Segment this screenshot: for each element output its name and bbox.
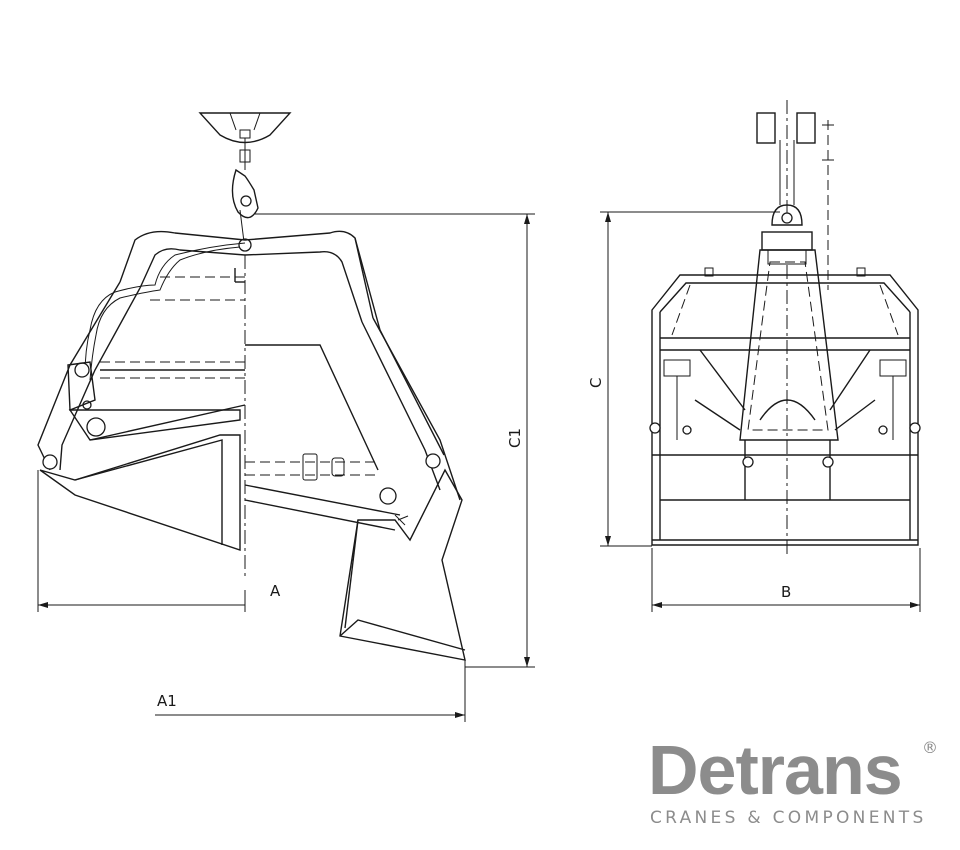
dim-label-a: A	[270, 582, 281, 600]
pin-upper-left	[74, 362, 90, 378]
sheave-right	[796, 112, 816, 144]
pin-middle-left	[86, 417, 106, 437]
pin-lower-left	[42, 454, 58, 470]
side-view: A A1 C1	[37, 112, 535, 722]
dim-label-c: C	[587, 378, 605, 388]
right-shell	[339, 468, 466, 661]
hook-block	[198, 112, 292, 144]
sheave-left	[756, 112, 776, 144]
dim-label-a1: A1	[157, 692, 177, 710]
detrans-logo: Detrans ® CRANES & COMPONENTS	[648, 731, 948, 836]
pin-right	[425, 453, 441, 469]
pin-lower-right	[379, 487, 397, 505]
dim-label-c1: C1	[506, 428, 524, 448]
left-shell	[39, 434, 241, 551]
top-pin	[238, 238, 252, 252]
dim-label-b: B	[781, 583, 791, 601]
center-column	[739, 249, 839, 441]
logo-wordmark: Detrans	[648, 731, 903, 809]
logo-tagline: CRANES & COMPONENTS	[650, 808, 927, 828]
front-frame	[651, 274, 919, 546]
hook	[231, 168, 259, 219]
front-view: C B	[587, 100, 921, 612]
registered-mark: ®	[922, 738, 938, 757]
top-arm	[119, 230, 374, 319]
